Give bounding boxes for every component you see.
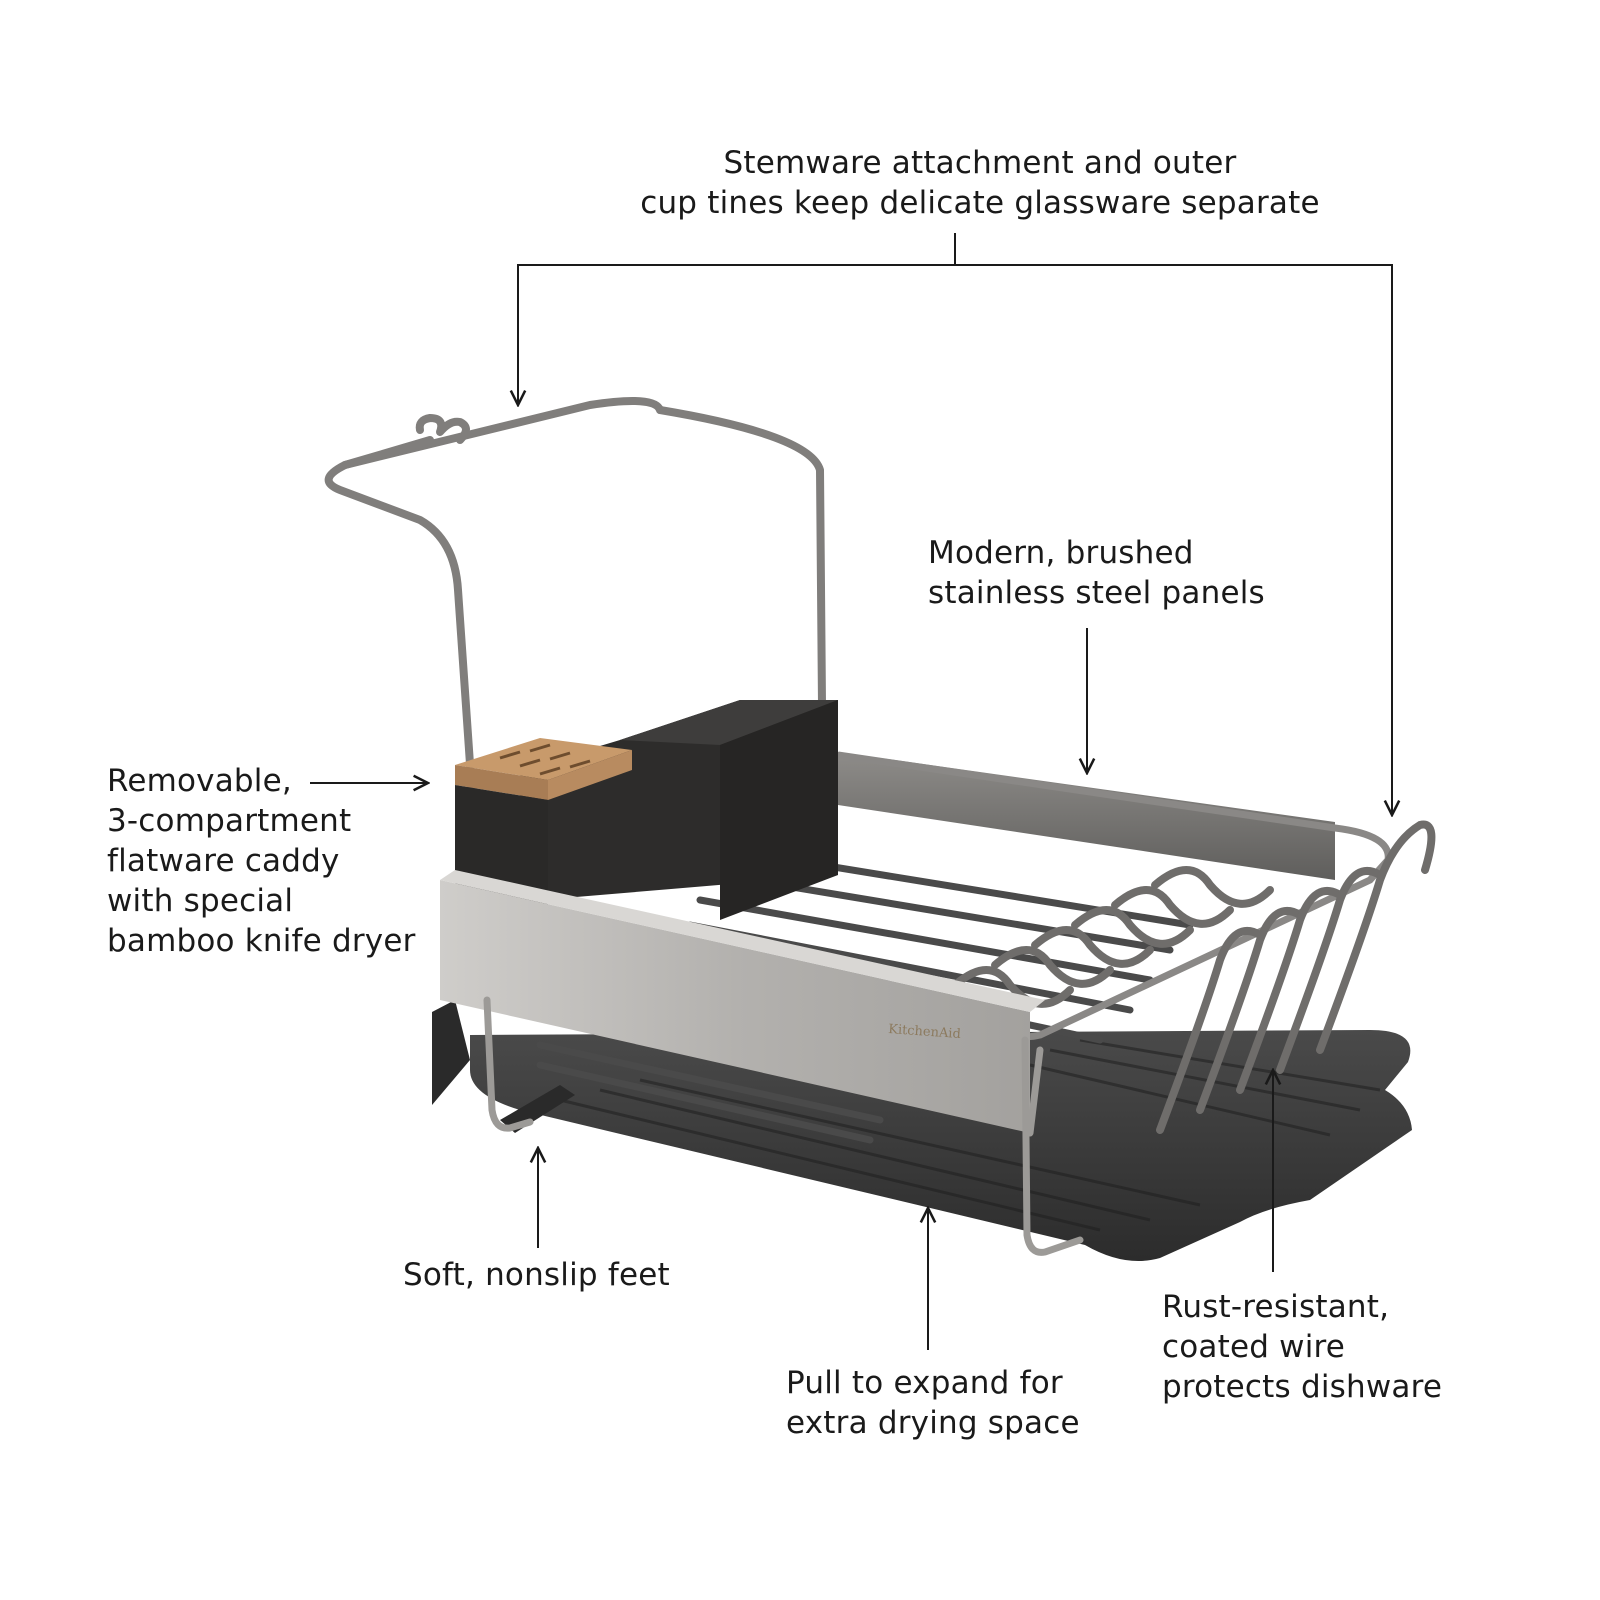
callout-feet-line-1: Soft, nonslip feet: [403, 1257, 670, 1293]
callout-steel-panels: Modern, brushed stainless steel panels: [928, 533, 1265, 613]
brand-mark: KitchenAid: [888, 1022, 962, 1042]
callout-expand-tray: Pull to expand for extra drying space: [786, 1363, 1080, 1443]
dish-tines: [951, 820, 1436, 1134]
callout-stemware: Stemware attachment and outer cup tines …: [0, 143, 1600, 223]
nonslip-foot: [432, 1000, 470, 1105]
front-steel-panel: KitchenAid: [440, 870, 1045, 1133]
callout-leaders: [310, 233, 1392, 1350]
callout-caddy-line-3: flatware caddy: [107, 843, 340, 879]
rack-legs: [483, 996, 1084, 1256]
callout-caddy-line-1: Removable,: [107, 763, 292, 799]
callout-expand-line-2: extra drying space: [786, 1405, 1080, 1441]
callout-panels-line-2: stainless steel panels: [928, 575, 1265, 611]
callout-caddy-line-5: bamboo knife dryer: [107, 923, 416, 959]
callout-coated-wire: Rust-resistant, coated wire protects dis…: [1162, 1287, 1442, 1407]
callout-stemware-line-1: Stemware attachment and outer: [723, 145, 1237, 181]
callout-panels-line-1: Modern, brushed: [928, 535, 1194, 571]
nonslip-foot-bar: [500, 1085, 575, 1133]
callout-wire-line-1: Rust-resistant,: [1162, 1289, 1390, 1325]
callout-wire-line-2: coated wire: [1162, 1329, 1346, 1365]
callout-caddy-line-4: with special: [107, 883, 294, 919]
callout-stemware-line-2: cup tines keep delicate glassware separa…: [640, 185, 1320, 221]
callout-expand-line-1: Pull to expand for: [786, 1365, 1063, 1401]
callout-wire-line-3: protects dishware: [1162, 1369, 1443, 1405]
callout-nonslip-feet: Soft, nonslip feet: [403, 1255, 670, 1295]
callout-caddy-line-2: 3-compartment: [107, 803, 352, 839]
callout-flatware-caddy: Removable, 3-compartment flatware caddy …: [107, 761, 416, 961]
